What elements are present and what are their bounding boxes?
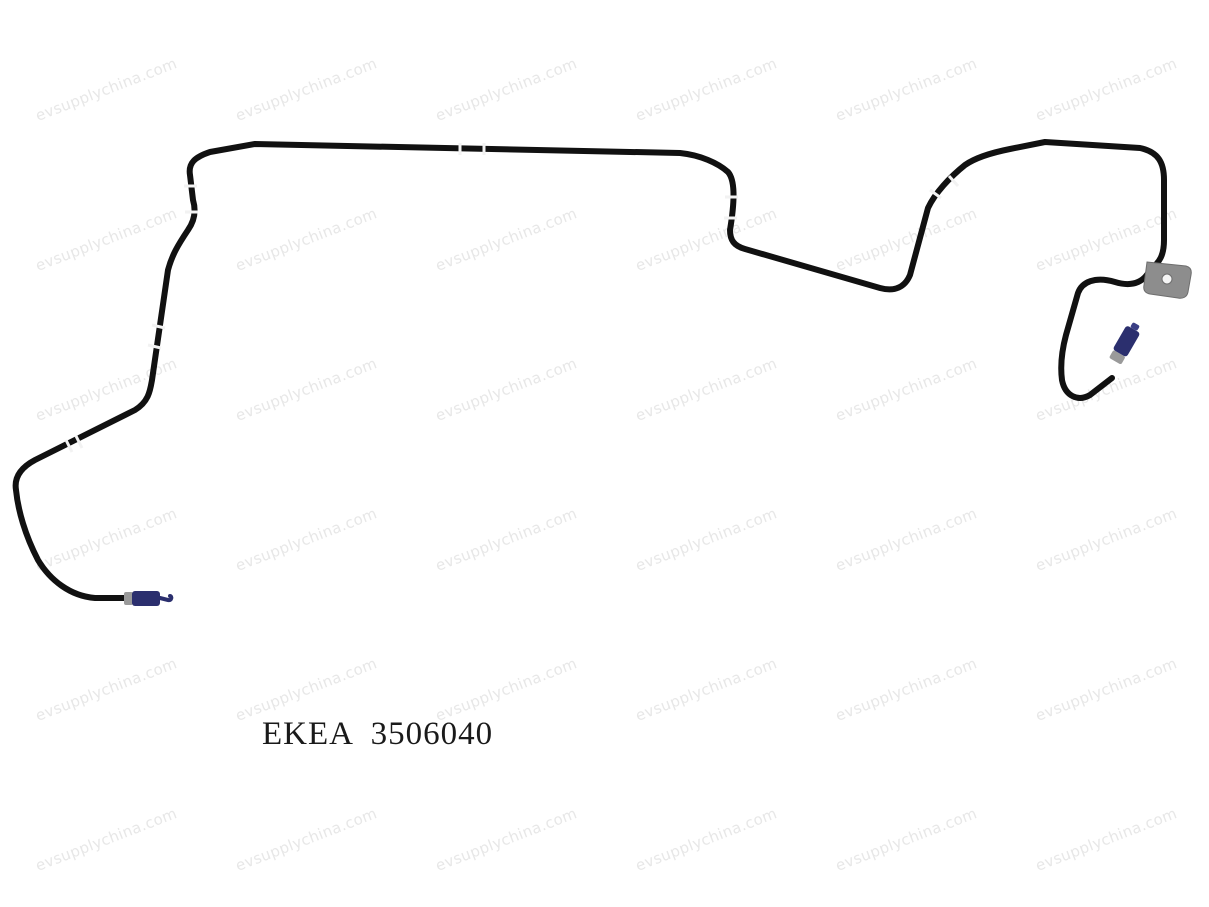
part-number-label: EKEA 3506040: [262, 716, 494, 752]
pipe-clip-marks: [64, 143, 960, 453]
mounting-bracket: [1143, 261, 1192, 299]
left-end-fitting: [124, 591, 174, 606]
brake-pipe: [12, 139, 1167, 601]
right-end-fitting: [1109, 322, 1140, 364]
